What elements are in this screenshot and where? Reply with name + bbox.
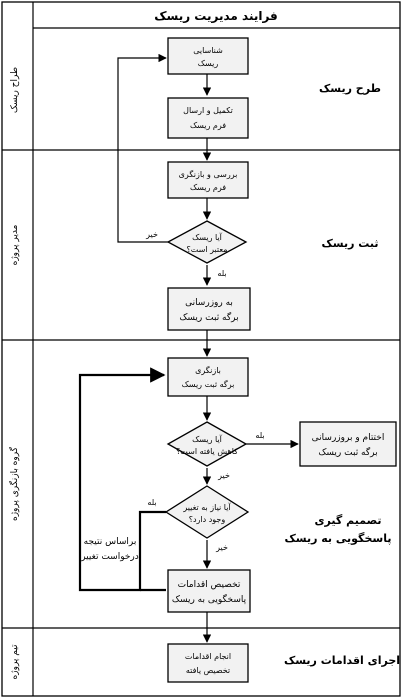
svg-text:پاسخگویی به ریسک: پاسخگویی به ریسک <box>172 593 247 605</box>
node-review-register: بازنگری برگه ثبت ریسک <box>167 357 249 397</box>
lane-label-project-team: تیم پروژه <box>10 644 20 679</box>
svg-text:آیا نیاز به تغییر: آیا نیاز به تغییر <box>182 502 231 512</box>
decision-is-valid: آیا ریسک معتبر است؟ <box>166 220 248 264</box>
svg-text:آیا ریسک: آیا ریسک <box>192 434 223 444</box>
svg-text:به روزرسانی: به روزرسانی <box>185 298 233 308</box>
svg-text:بازنگری: بازنگری <box>195 365 221 375</box>
svg-text:برگه ثبت ریسک: برگه ثبت ریسک <box>182 379 235 389</box>
edge-label-change-yes: بله <box>147 498 156 507</box>
decision-is-reduced: آیا ریسک کاهش یافته است؟ <box>166 421 248 467</box>
node-update-register: به روزرسانی برگه ثبت ریسک <box>167 287 251 331</box>
svg-text:شناسایی: شناسایی <box>193 46 223 55</box>
svg-text:فرم ریسک: فرم ریسک <box>190 183 226 192</box>
svg-text:تخصیص یافته: تخصیص یافته <box>186 666 230 675</box>
section-risk-register: ثبت ریسک <box>321 237 378 250</box>
diagram-title: فرایند مدیریت ریسک <box>154 9 278 23</box>
svg-text:آیا ریسک: آیا ریسک <box>192 232 223 242</box>
edge-label-change-no: خیر <box>215 543 228 552</box>
svg-text:فرم ریسک: فرم ریسک <box>190 121 226 130</box>
edge-label-valid-yes: بله <box>217 269 226 278</box>
svg-text:کاهش یافته است؟: کاهش یافته است؟ <box>176 447 238 456</box>
node-close-update: اختتام و بروزرسانی برگه ثبت ریسک <box>299 421 397 467</box>
loop-note-line1: براساس نتیجه <box>84 537 137 547</box>
svg-text:بررسی و بازنگری: بررسی و بازنگری <box>179 169 238 179</box>
svg-text:برگه ثبت ریسک: برگه ثبت ریسک <box>179 311 238 323</box>
edge-label-valid-no: خیر <box>145 230 158 239</box>
edge-label-reduced-yes: بله <box>255 431 264 440</box>
section-decision-line1: تصمیم گیری <box>314 514 381 527</box>
svg-text:وجود دارد؟: وجود دارد؟ <box>189 515 226 524</box>
svg-text:اختتام و بروزرسانی: اختتام و بروزرسانی <box>312 433 385 443</box>
node-allocate-actions: تخصیص اقدامات پاسخگویی به ریسک <box>167 569 251 613</box>
decision-needs-change: آیا نیاز به تغییر وجود دارد؟ <box>164 485 250 539</box>
node-identify-risk: شناسایی ریسک <box>167 37 249 75</box>
section-execute-actions: اجرای اقدامات ریسک <box>284 654 400 667</box>
connectors <box>78 53 299 643</box>
svg-text:معتبر است؟: معتبر است؟ <box>187 245 228 254</box>
node-complete-form: تکمیل و ارسال فرم ریسک <box>167 97 249 139</box>
svg-text:تکمیل و ارسال: تکمیل و ارسال <box>183 106 233 115</box>
lane-label-review-group: گروه بازنگری پروژه <box>8 446 20 521</box>
loop-note-line2: درخواست تغییر <box>80 552 139 562</box>
lane-label-project-manager: مدیر پروژه <box>10 224 20 265</box>
svg-text:برگه ثبت ریسک: برگه ثبت ریسک <box>318 446 377 458</box>
section-decision-line2: پاسخگویی به ریسک <box>285 532 392 545</box>
node-execute-actions: انجام اقدامات تخصیص یافته <box>167 643 249 683</box>
section-risk-design: طرح ریسک <box>319 82 381 95</box>
svg-text:انجام اقدامات: انجام اقدامات <box>185 652 231 661</box>
node-review-form: بررسی و بازنگری فرم ریسک <box>167 161 249 199</box>
lane-label-risk-designer: طراح ریسک <box>10 67 20 113</box>
edge-label-reduced-no: خیر <box>217 471 230 480</box>
svg-text:تخصیص اقدامات: تخصیص اقدامات <box>178 580 241 590</box>
svg-text:ریسک: ریسک <box>198 59 219 68</box>
